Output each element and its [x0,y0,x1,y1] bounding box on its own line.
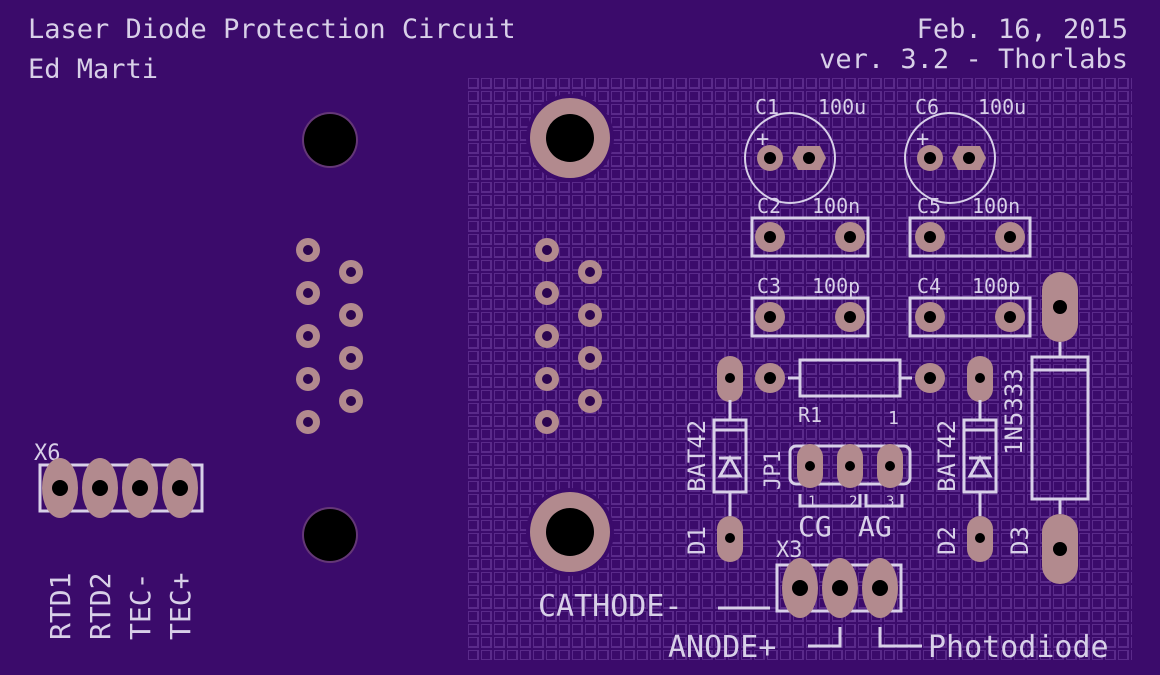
capacitor-c1: C1 100u + [744,95,866,204]
mounting-hole [526,488,614,576]
d1-label: D1 [683,526,711,555]
jp1-label: JP1 [761,450,786,490]
d2-part: BAT42 [933,420,961,492]
c5-value: 100n [972,194,1020,218]
capacitor-c3: C3 100p [750,274,870,338]
c5-label: C5 [917,194,941,218]
capacitor-c4: C4 100p [908,274,1032,338]
c3-label: C3 [757,274,781,298]
x6-pin-label: TEC- [124,573,157,640]
x3-photodiode-label: Photodiode [928,630,1109,665]
x3-anode-label: ANODE+ [668,630,776,665]
r1-pin: 1 [888,408,899,429]
board-version: ver. 3.2 - Thorlabs [819,44,1128,75]
board-date: Feb. 16, 2015 [917,14,1128,45]
mounting-hole [526,94,614,182]
capacitor-c5: C5 100n [908,194,1032,258]
board-title: Laser Diode Protection Circuit [28,14,516,45]
resistor-r1: R1 1 [755,358,945,429]
diode-d2: BAT42 D2 [933,356,998,562]
x6-pin-label: TEC+ [164,573,197,640]
c4-label: C4 [917,274,941,298]
c4-value: 100p [972,274,1020,298]
connector-pins-left [296,238,363,434]
capacitor-c6: C6 100u + [904,95,1026,204]
c2-value: 100n [812,194,860,218]
x3-cathode-label: CATHODE- [538,589,683,624]
d2-label: D2 [933,526,961,555]
c3-value: 100p [812,274,860,298]
diode-d3: 1N5333 D3 [1000,272,1090,584]
jp1-pin-label: 2 [849,494,857,510]
capacitor-c2: C2 100n [750,194,870,258]
board-author: Ed Marti [28,54,158,85]
mounting-hole [302,112,358,168]
d3-part: 1N5333 [1000,368,1028,455]
c2-label: C2 [757,194,781,218]
d1-part: BAT42 [683,420,711,492]
jp1-pin-label: 3 [886,494,894,510]
c1-value: 100u [818,95,866,119]
x3-header: X3 CATHODE- ANODE+ Photodiode [538,538,1109,665]
jp1-ag-label: AG [858,510,892,543]
jumper-jp1: JP1 1 2 3 CG AG [761,444,912,543]
x6-pin-label: RTD2 [84,573,117,640]
jp1-cg-label: CG [798,510,832,543]
c6-value: 100u [978,95,1026,119]
x6-header: X6 RTD1 RTD2 TEC- TEC+ [34,441,204,640]
x6-pin-label: RTD1 [44,573,77,640]
r1-label: R1 [798,403,822,427]
jp1-pin-label: 1 [808,494,816,510]
d3-label: D3 [1006,526,1034,555]
mounting-hole [302,507,358,563]
diode-d1: BAT42 D1 [683,356,748,562]
connector-pins-right [535,238,602,434]
